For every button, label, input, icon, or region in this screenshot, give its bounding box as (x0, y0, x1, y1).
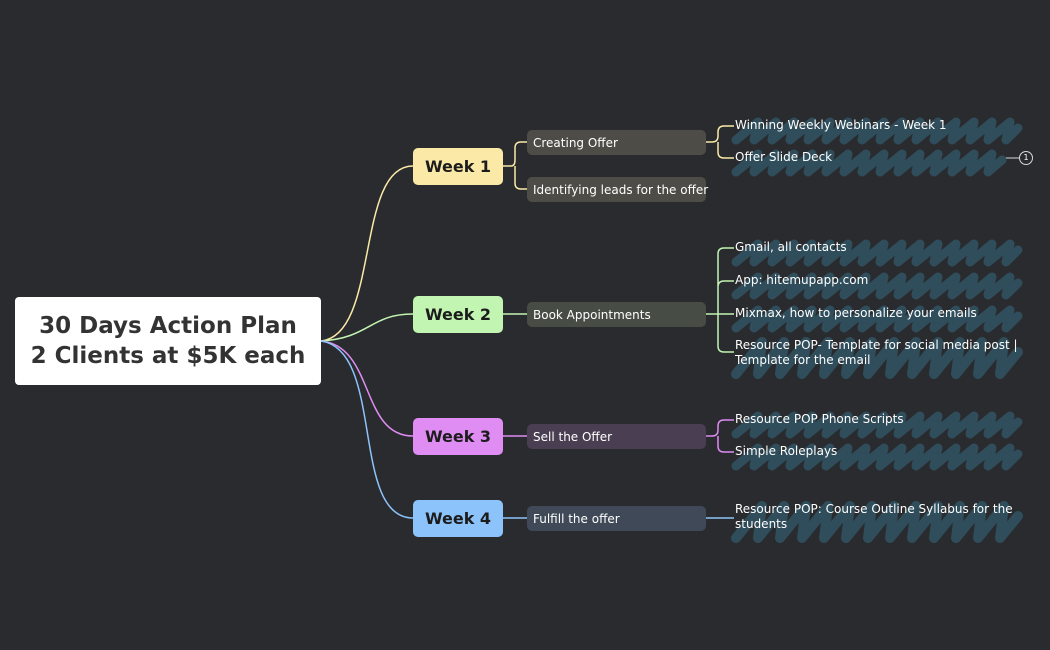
scribble-highlight (731, 305, 1023, 333)
resource-course-outline[interactable]: Resource POP: Course Outline Syllabus fo… (728, 501, 1023, 544)
connector-root-week3 (320, 340, 414, 437)
connector-week1-topic2 (514, 166, 527, 190)
resource-label: Winning Weekly Webinars - Week 1 (735, 118, 947, 132)
topic-fulfill-the-offer[interactable]: Fulfill the offer (527, 506, 706, 531)
central-topic-title-line2: 2 Clients at $5K each (30, 343, 306, 369)
resource-offer-slide-deck[interactable]: Offer Slide Deck (728, 149, 1021, 177)
week-3-node[interactable]: Week 3 (413, 418, 503, 455)
connector-root-week2 (320, 313, 414, 342)
week-1-node[interactable]: Week 1 (413, 148, 503, 185)
resource-pop-templates[interactable]: Resource POP- Template for social media … (728, 337, 1023, 380)
week-4-node[interactable]: Week 4 (413, 500, 503, 537)
scribble-highlight (731, 239, 1023, 267)
resource-label: Resource POP: Course Outline Syllabus fo… (735, 502, 1013, 531)
connector-w2-res (706, 247, 734, 353)
central-topic-title-line1: 30 Days Action Plan (39, 313, 297, 339)
scribble-highlight (731, 117, 1023, 145)
connector-root-week1 (320, 165, 414, 342)
resource-hitemupapp[interactable]: App: hitemupapp.com (728, 272, 1023, 300)
scribble-highlight (731, 272, 1023, 300)
topic-sell-the-offer[interactable]: Sell the Offer (527, 424, 706, 449)
resource-label: App: hitemupapp.com (735, 273, 869, 287)
scribble-highlight (731, 411, 1023, 439)
resource-mixmax[interactable]: Mixmax, how to personalize your emails (728, 305, 1023, 333)
scribble-highlight (731, 501, 1023, 543)
connector-w1-res2 (717, 142, 734, 159)
resource-label: Simple Roleplays (735, 444, 838, 458)
resource-phone-scripts[interactable]: Resource POP Phone Scripts (728, 411, 1023, 439)
resource-label: Gmail, all contacts (735, 240, 847, 254)
resource-label: Resource POP Phone Scripts (735, 412, 904, 426)
central-topic[interactable]: 30 Days Action Plan 2 Clients at $5K eac… (15, 297, 321, 385)
topic-creating-offer[interactable]: Creating Offer (527, 130, 706, 155)
connector-w3-res (706, 419, 734, 453)
scribble-highlight (731, 149, 1007, 177)
resource-simple-roleplays[interactable]: Simple Roleplays (728, 443, 1023, 471)
resource-label: Resource POP- Template for social media … (735, 338, 1018, 367)
topic-book-appointments[interactable]: Book Appointments (527, 302, 706, 327)
connector-week1-topic1 (503, 141, 527, 167)
connector-w1-res1 (706, 125, 734, 143)
scribble-highlight (731, 337, 1023, 379)
collapsed-count-badge[interactable]: 1 (1019, 151, 1033, 165)
week-2-node[interactable]: Week 2 (413, 296, 503, 333)
resource-winning-weekly-webinars[interactable]: Winning Weekly Webinars - Week 1 (728, 117, 1023, 145)
scribble-highlight (731, 443, 1023, 471)
resource-label: Offer Slide Deck (735, 150, 833, 164)
resource-label: Mixmax, how to personalize your emails (735, 306, 977, 320)
topic-identifying-leads[interactable]: Identifying leads for the offer (527, 177, 708, 202)
connector-root-week4 (320, 340, 414, 519)
resource-gmail-contacts[interactable]: Gmail, all contacts (728, 239, 1023, 267)
